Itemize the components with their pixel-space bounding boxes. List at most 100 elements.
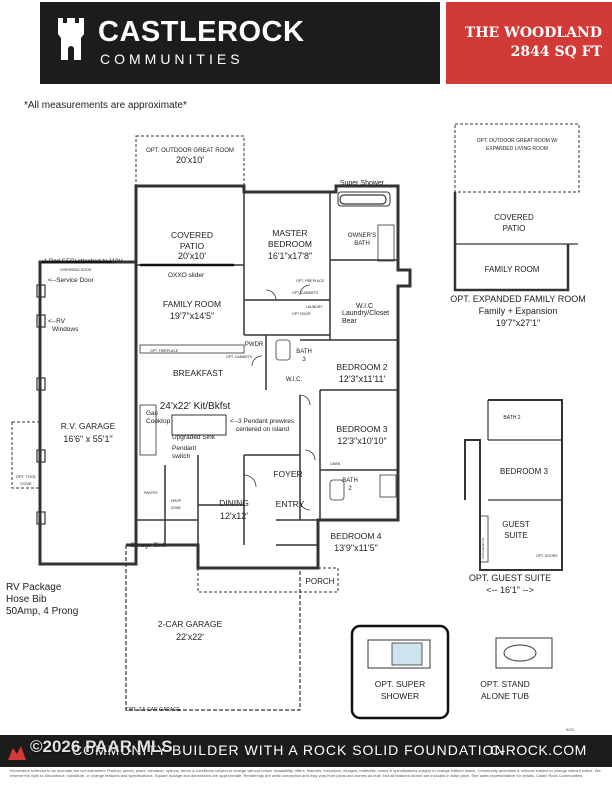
label-opt-guest-dim: <-- 16'1" -->: [486, 585, 533, 595]
label-opt-cabinets: OPT. CABINETS: [292, 291, 319, 295]
legal-disclaimer: Information believed to be accurate but …: [10, 768, 601, 778]
label-bedroom-3-dim: 12'3"x10'10": [337, 436, 386, 446]
label-bath-2-num: 2: [348, 486, 352, 492]
label-two-car-garage: 2-CAR GARAGE: [158, 619, 223, 629]
label-opt-outdoor-great-room: OPT. OUTDOOR GREAT ROOM: [146, 148, 234, 154]
label-gas: Gas: [146, 410, 159, 417]
label-linen: LINEN: [330, 462, 341, 466]
label-owners-bath-2: BATH: [354, 241, 370, 247]
label-family-room: FAMILY ROOM: [163, 299, 221, 309]
label-pendant-prewires-2: centered on island: [236, 426, 290, 433]
label-pendant-prewires: <--3 Pendant prewires: [230, 418, 295, 425]
footer-website-link[interactable]: C-ROCK.COM: [490, 742, 587, 758]
label-master-bedroom-2: BEDROOM: [268, 239, 312, 249]
label-50amp: 50Amp, 4 Prong: [6, 606, 78, 617]
label-bedroom-4-dim: 13'9"x11'5": [334, 543, 378, 553]
label-cooktop: Cooktop: [146, 418, 171, 425]
label-opt-expanded-top: OPT. OUTDOOR GREAT ROOM W/: [477, 138, 558, 144]
label-rv-windows-2: Windows: [52, 326, 79, 333]
label-oxxo-slider: OXXO slider: [168, 272, 205, 279]
label-opt-guest-title: OPT. GUEST SUITE: [469, 573, 551, 583]
label-owners-bath: OWNER'S: [348, 233, 376, 239]
label-opt-expanded-dim: 19'7"x27'1": [496, 318, 540, 328]
label-bath-3: BATH: [296, 349, 312, 355]
model-title-block: THE WOODLAND 2844 SQ FT: [446, 2, 612, 84]
label-rv-garage-dim: 16'6" x 55'1": [63, 434, 112, 444]
label-family-room-dim: 19'7"x14'5": [170, 311, 214, 321]
label-bath-2: BATH: [342, 478, 358, 484]
label-bath-3-num: 3: [302, 357, 306, 363]
label-opt-expanded-sub: Family + Expansion: [479, 306, 558, 316]
label-opt-door: OPT DOOR: [292, 312, 311, 316]
label-dining: DINING: [219, 498, 249, 508]
label-opt-super-shower: OPT. SUPER: [375, 679, 426, 689]
label-covered-patio-2: PATIO: [180, 241, 205, 251]
label-opt-expanded-patio-2: PATIO: [503, 224, 526, 233]
label-foyer: FOYER: [273, 469, 302, 479]
footer-tagline: COMMUNITY BUILDER WITH A ROCK SOLID FOUN…: [72, 742, 506, 758]
label-breakfast: BREAKFAST: [173, 368, 223, 378]
label-opt-expanded-family: FAMILY ROOM: [485, 265, 540, 274]
label-opt-outdoor-great-room-dim: 20'x10': [176, 155, 204, 165]
brand-name: CASTLEROCK: [98, 16, 305, 48]
footer-bar: [0, 735, 612, 767]
label-opt-expanded-top-2: EXPANDED LIVING ROOM: [486, 146, 548, 152]
opt-super-shower-box: [350, 624, 450, 720]
label-opt-expanded-title: OPT. EXPANDED FAMILY ROOM: [450, 294, 586, 304]
label-dining-dim: 12'x12': [220, 511, 248, 521]
label-opt-tool-cove-2: COVE: [20, 481, 32, 486]
label-pendant: Pendant: [172, 445, 196, 452]
label-entry: ENTRY: [276, 499, 305, 509]
main-house-outline: [134, 184, 412, 570]
label-rv-windows: <--RV: [48, 318, 66, 325]
label-master-bedroom-dim: 16'1"x17'8": [268, 251, 312, 261]
label-opt-guest-doors: OPT. DOORS: [536, 554, 558, 558]
brand-subtitle: COMMUNITIES: [100, 51, 244, 67]
two-car-garage-outline: [125, 545, 301, 711]
page-code: 9/23: [566, 727, 574, 732]
label-opt-guest-kitchenette: KITCHENETTE: [481, 538, 485, 559]
label-pendant-2: switch: [172, 453, 190, 460]
label-opt-super-shower-2: SHOWER: [381, 691, 419, 701]
label-hose-bib: Hose Bib: [6, 594, 47, 605]
label-overhead-door: OVERHEAD DOOR: [60, 268, 92, 272]
label-covered-patio-dim: 20'x10': [178, 251, 206, 261]
label-drop-zone-2: ZONE: [171, 506, 181, 510]
label-bedroom-4: BEDROOM 4: [330, 531, 381, 541]
label-wic-2: W.I.C.: [286, 377, 303, 383]
label-opt-guest-bedroom3: BEDROOM 3: [500, 467, 549, 476]
label-opt-fireplace-2: OPT. FIREPLACE: [150, 349, 179, 353]
super-shower-tub: [339, 194, 387, 205]
label-covered-patio: COVERED: [171, 230, 213, 240]
label-kitchen-breakfast: 24'x22' Kit/Bkfst: [160, 401, 231, 412]
label-rv-garage: R.V. GARAGE: [61, 421, 116, 431]
label-opt-guest-suite-2: SUITE: [504, 531, 528, 540]
label-opt-stand-alone-tub-2: ALONE TUB: [481, 691, 529, 701]
label-powder: PWDR: [245, 342, 264, 348]
model-name: THE WOODLAND: [464, 25, 602, 41]
label-opt-expanded-patio: COVERED: [494, 213, 534, 222]
label-bedroom-2-dim: 12'3"x11'11': [339, 374, 386, 384]
label-garage-sink: Garage Sink: [130, 542, 167, 549]
label-bedroom-2: BEDROOM 2: [336, 362, 387, 372]
label-bedroom-3: BEDROOM 3: [336, 424, 387, 434]
label-opt-tool-cove: OPT. TOOL: [16, 474, 38, 479]
label-service-door: <--Service Door: [48, 277, 95, 284]
label-pantry: PANTRY: [144, 491, 159, 495]
label-opt-stand-alone-tub: OPT. STAND: [480, 679, 529, 689]
label-opt-guest-bath2: BATH 2: [503, 415, 520, 421]
label-super-shower: Super Shower: [340, 180, 385, 187]
label-master-bedroom: MASTER: [272, 228, 307, 238]
label-drop-zone: DROP: [171, 499, 182, 503]
label-laundry: LAUNDRY: [306, 305, 323, 309]
label-wic: W.I.C: [356, 303, 373, 310]
castle-rock-icon: [8, 746, 26, 760]
label-laundry-closet: Laundry/Closet: [342, 310, 389, 317]
label-opt-fireplace: OPT. FIREPLACE: [296, 279, 325, 283]
rv-garage-outline: [38, 260, 138, 566]
label-upgraded-sink: Upgraded Sink: [172, 434, 216, 441]
label-opt-25-car-garage: OPT. 2.5-CAR GARAGE: [126, 707, 181, 713]
header-brand-bar: [40, 2, 440, 84]
model-square-footage: 2844 SQ FT: [510, 44, 602, 60]
